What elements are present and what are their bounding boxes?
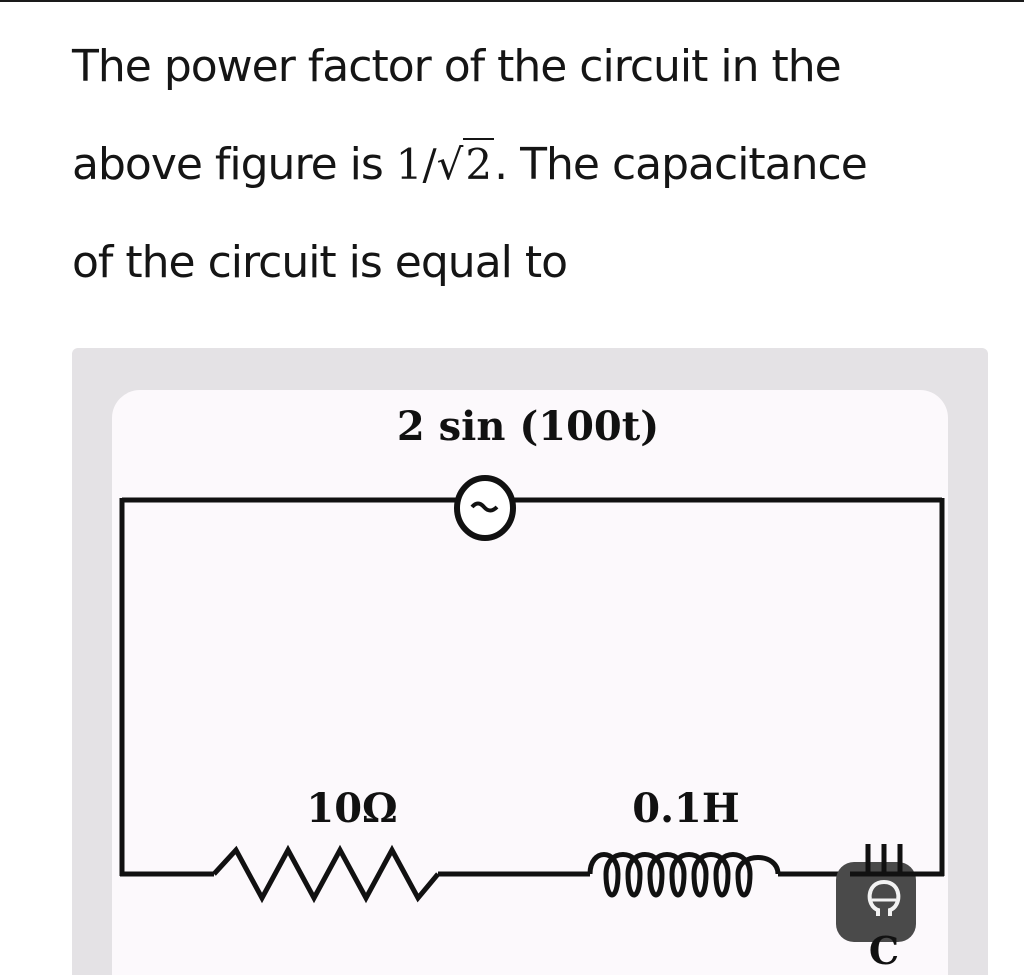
power-factor-expression: 1/√2 bbox=[395, 138, 495, 189]
math-slash: / bbox=[422, 140, 437, 189]
math-numerator: 1 bbox=[395, 140, 423, 189]
question-line-2-prefix: above figure is bbox=[72, 139, 396, 190]
question-text: The power factor of the circuit in the a… bbox=[72, 18, 992, 312]
question-line-2-suffix: . The capacitance bbox=[494, 139, 868, 190]
resistor-icon bbox=[212, 844, 440, 904]
sqrt-argument: 2 bbox=[463, 138, 495, 189]
sqrt-symbol: √2 bbox=[436, 138, 495, 189]
question-line-3: of the circuit is equal to bbox=[72, 214, 992, 312]
source-label: 2 sin (100t) bbox=[397, 403, 659, 450]
question-line-1-text: The power factor of the circuit in the bbox=[72, 41, 842, 92]
inductor-icon bbox=[587, 852, 781, 898]
question-line-1: The power factor of the circuit in the bbox=[72, 18, 992, 116]
question-line-3-text: of the circuit is equal to bbox=[72, 237, 568, 288]
ac-source-icon bbox=[454, 475, 516, 541]
inductor-label: 0.1H bbox=[632, 785, 739, 832]
capacitor-label: C bbox=[869, 928, 899, 973]
resistor-label: 10Ω bbox=[306, 785, 397, 832]
question-line-2: above figure is 1/√2. The capacitance bbox=[72, 116, 992, 214]
capacitor-icon bbox=[850, 844, 918, 877]
top-divider bbox=[0, 0, 1024, 2]
capacitor-glyph-icon bbox=[867, 880, 901, 916]
